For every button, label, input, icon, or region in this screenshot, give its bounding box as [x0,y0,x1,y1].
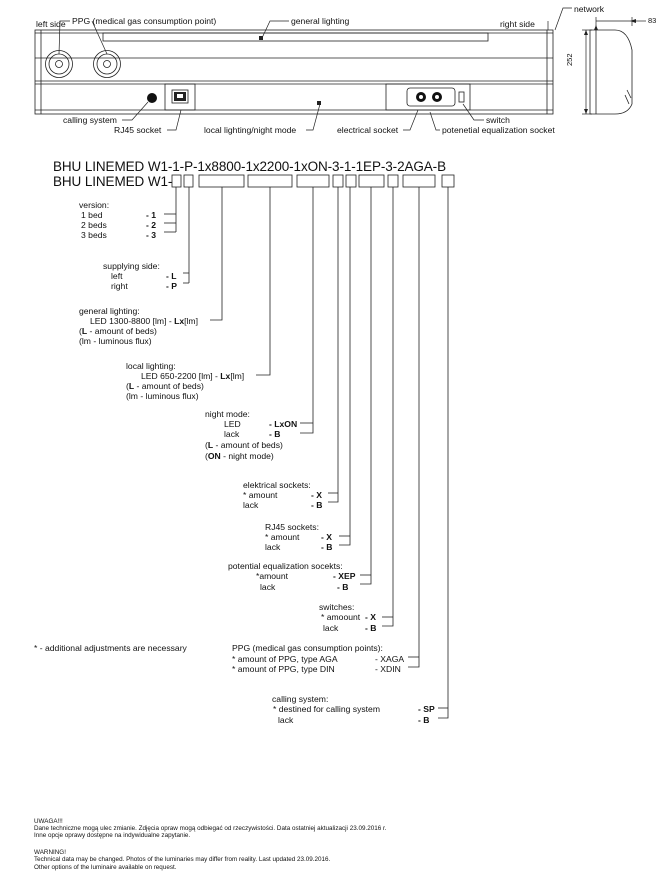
switches-row-2-label: lack [323,623,339,633]
label-left-side: left side [36,19,66,29]
switches-row-1-code: - X [365,612,376,622]
general-note-1: (L - amount of beds) [79,326,157,336]
elec-row-2-code: - B [311,500,323,510]
dimension-height: 252 [565,53,574,66]
rj45-row-1-label: * amount [265,532,300,542]
calling-row-2-label: lack [278,715,294,725]
ppg-title: PPG (medical gas consumption points): [232,643,383,653]
rj45-box [164,83,196,111]
rj45-title: RJ45 sockets: [265,522,319,532]
version-title: version: [79,200,110,210]
label-rj45-socket: RJ45 socket [114,125,162,135]
footer-en-line-1: Technical data may be changed. Photos of… [34,856,331,863]
calling-title: calling system: [272,694,329,704]
elec-row-1-code: - X [311,490,322,500]
poteq-title: potential equalization socekts: [228,561,343,571]
version-row-3-code: - 3 [146,230,157,240]
supplying-row-2-label: right [111,281,128,291]
general-note-2: (lm - luminous flux) [79,336,152,346]
footer-en-title: WARNING! [34,849,66,856]
version-row-1-label: 1 bed [81,210,103,220]
code-segment-boxes [171,174,455,188]
label-switch: switch [486,115,510,125]
ppg-socket-left [45,50,73,78]
poteq-row-2-code: - B [337,582,349,592]
supplying-row-1-code: - L [166,271,177,281]
label-calling-system: calling system [63,115,117,125]
ppg-row-1-code: - XAGA [375,654,405,664]
supplying-row-2-code: - P [166,281,177,291]
rj45-row-1-code: - X [321,532,332,542]
poteq-row-1-code: - XEP [333,571,356,581]
night-row-1-code: - LxON [269,419,298,429]
night-row-2-label: lack [224,429,240,439]
footer-pl-title: UWAGA!!! [34,818,63,825]
version-row-1-code: - 1 [146,210,157,220]
footer-pl-line-2: Inne opcje oprawy dostępne na indywidual… [34,832,191,839]
ppg-socket-right [93,50,121,78]
night-title: night mode: [205,409,250,419]
footnote-adjustments: * - additional adjustments are necessary [34,643,187,653]
switches-title: switches: [319,602,355,612]
calling-row-1-label: * destined for calling system [273,704,380,714]
elec-row-1-label: * amount [243,490,278,500]
night-row-1-label: LED [224,419,241,429]
calling-button [147,93,157,103]
label-electrical-socket: electrical socket [337,125,399,135]
supplying-row-1-label: left [111,271,123,281]
product-code-prefix: BHU LINEMED W1- [53,174,173,189]
label-poteq-socket: potenetial equalization socket [442,125,555,135]
elec-row-2-label: lack [243,500,259,510]
footer-en-line-2: Other options of the luminaire available… [34,864,177,871]
general-title: general lighting: [79,306,140,316]
switches-row-2-code: - B [365,623,377,633]
version-row-2-label: 2 beds [81,220,107,230]
label-local-lighting: local lighting/night mode [204,125,297,135]
socket-box [385,83,471,111]
local-title: local lighting: [126,361,176,371]
night-note-2: (ON - night mode) [205,451,274,461]
elec-title: elektrical sockets: [243,480,311,490]
poteq-row-1-label: *amount [256,571,289,581]
dimension-depth: 83 [648,16,657,25]
footer-pl-line-1: Dane techniczne mogą ulec zmianie. Zdjęc… [34,825,387,832]
night-note-1: (L - amount of beds) [205,440,283,450]
night-row-2-code: - B [269,429,281,439]
side-profile [589,29,633,115]
label-ppg: PPG (medical gas consumption point) [72,16,217,26]
ppg-row-2-label: * amount of PPG, type DIN [232,664,335,674]
label-general-lighting: general lighting [291,16,350,26]
local-line: LED 650-2200 [lm] - Lx[lm] [141,371,245,381]
calling-row-1-code: - SP [418,704,435,714]
luminaire-body [34,29,554,115]
rj45-row-2-label: lack [265,542,281,552]
version-row-3-label: 3 beds [81,230,107,240]
ppg-row-1-label: * amount of PPG, type AGA [232,654,338,664]
general-line: LED 1300-8800 [lm] - Lx[lm] [90,316,198,326]
local-note-1: (L - amount of beds) [126,381,204,391]
calling-row-2-code: - B [418,715,430,725]
ppg-row-2-code: - XDIN [375,664,401,674]
poteq-row-2-label: lack [260,582,276,592]
rj45-row-2-code: - B [321,542,333,552]
local-note-2: (lm - luminous flux) [126,391,199,401]
label-network: network [574,4,605,14]
supplying-title: supplying side: [103,261,160,271]
label-right-side: right side [500,19,535,29]
version-row-2-code: - 2 [146,220,157,230]
product-code-example: BHU LINEMED W1-1-P-1x8800-1x2200-1xON-3-… [53,159,446,174]
switches-row-1-label: * amoount [321,612,361,622]
